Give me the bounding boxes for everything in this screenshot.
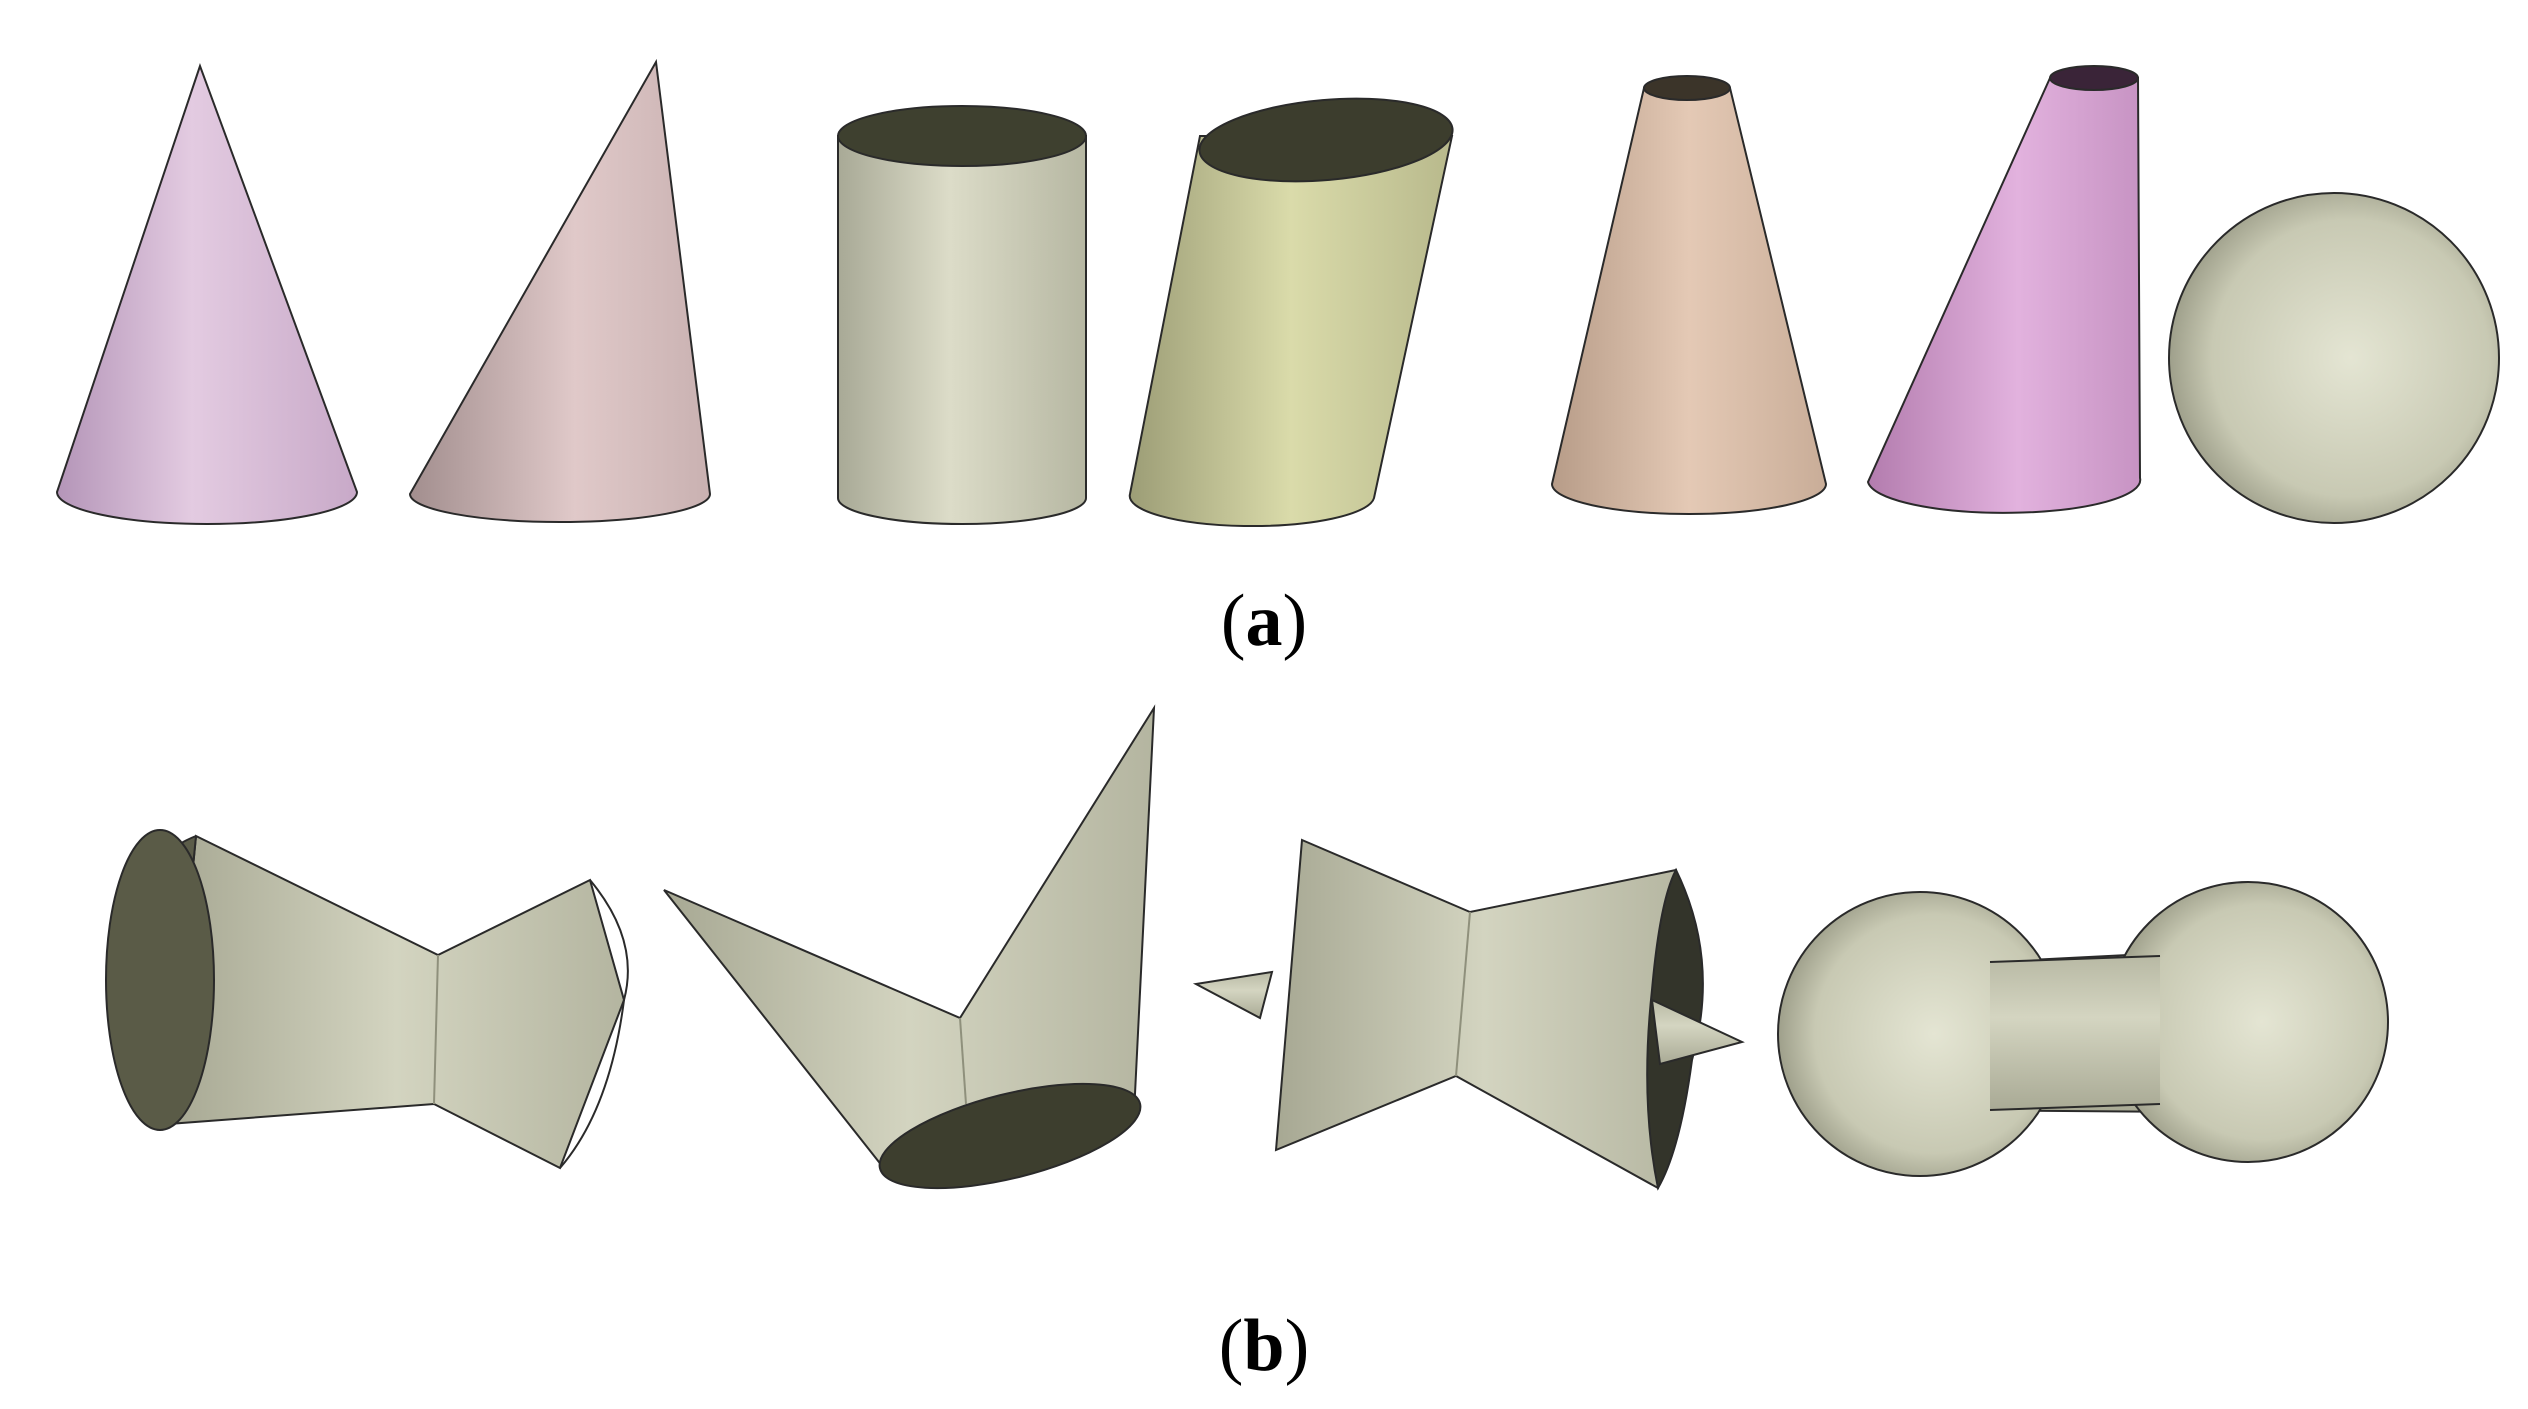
shape-frustum xyxy=(1550,75,1828,515)
caption-a-close: ) xyxy=(1283,580,1308,662)
caption-a: (a) xyxy=(1221,580,1307,662)
shape-oblique-frustum xyxy=(1866,65,2142,514)
shape-oblique-cone xyxy=(408,58,712,523)
caption-b-letter: b xyxy=(1243,1305,1284,1387)
shape-cone xyxy=(55,62,359,525)
shape-sphere xyxy=(2168,192,2500,524)
caption-b: (b) xyxy=(1219,1305,1309,1387)
caption-a-open: ( xyxy=(1221,580,1246,662)
caption-b-close: ) xyxy=(1285,1305,1310,1387)
shape-hourglass-cylinder xyxy=(105,829,629,1170)
row-a xyxy=(55,58,2500,528)
shape-cylinder xyxy=(837,105,1087,525)
caption-b-open: ( xyxy=(1219,1305,1244,1387)
row-b xyxy=(105,704,2389,1191)
caption-a-letter: a xyxy=(1246,580,1283,662)
shape-hourglass-spikes xyxy=(1192,838,1745,1191)
shape-oblique-cylinder xyxy=(1128,97,1454,528)
shape-dumbbell xyxy=(1777,881,2389,1177)
shape-double-cone xyxy=(663,704,1156,1190)
